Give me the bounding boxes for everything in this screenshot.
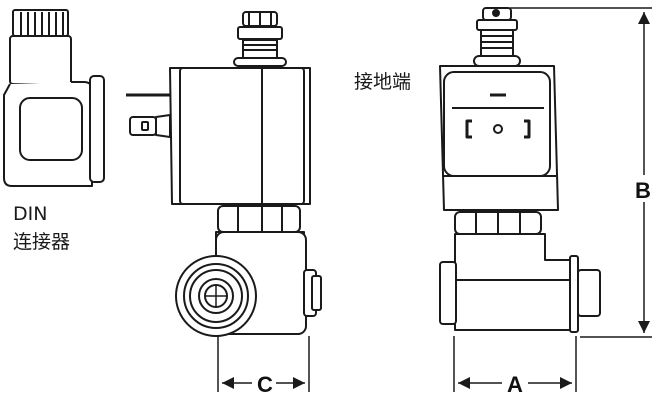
- din-label-line2: 连接器: [13, 231, 71, 253]
- dimension-c-label: C: [257, 372, 273, 397]
- din-connector: [3, 9, 105, 187]
- valve-front-view: [439, 7, 601, 333]
- dimension-b-line: [510, 7, 652, 338]
- din-label-line1: DIN: [13, 203, 48, 225]
- dimension-c-line: [217, 336, 310, 392]
- ground-terminal-label: 接地端: [354, 71, 412, 93]
- dimension-b-label: B: [635, 178, 651, 203]
- dimension-a-label: A: [507, 372, 523, 397]
- valve-side-view: [126, 11, 322, 337]
- dimension-a-line: [453, 336, 577, 392]
